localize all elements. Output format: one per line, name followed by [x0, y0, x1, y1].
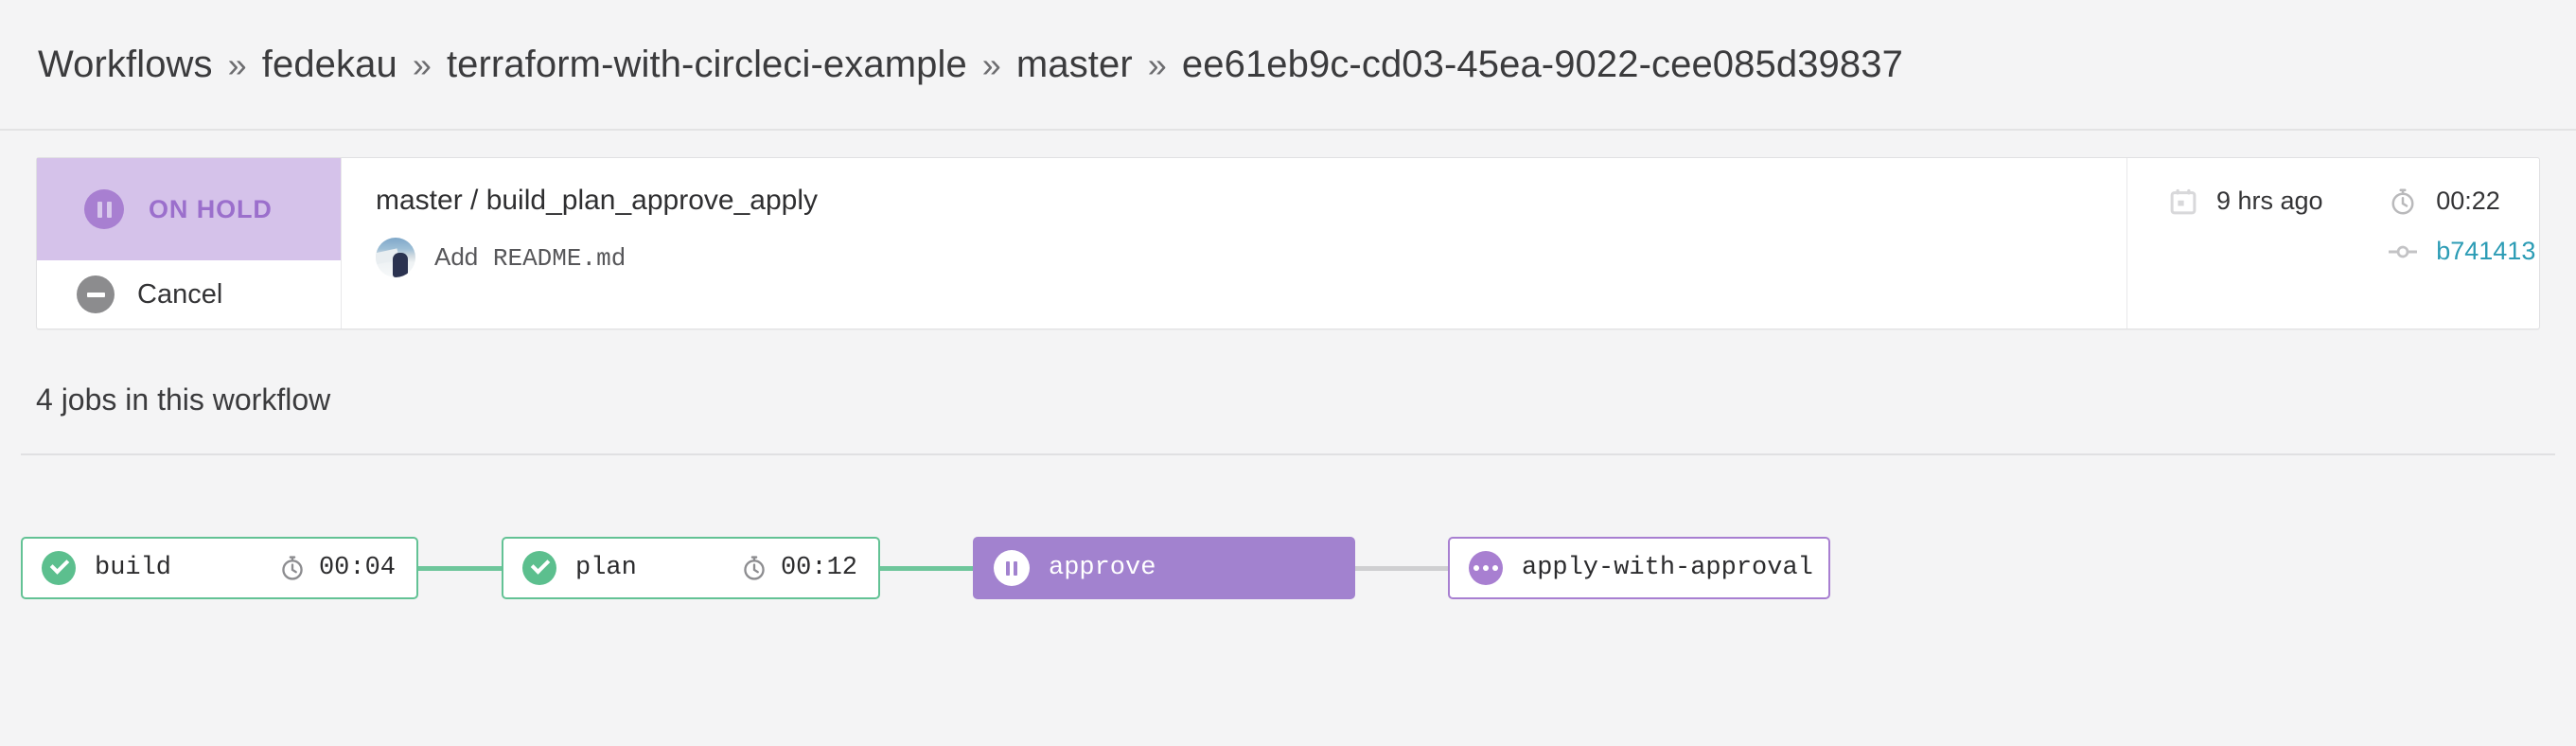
duration-item: 00:22 [2389, 186, 2539, 216]
summary-section: ON HOLD Cancel master / build_plan_appro… [0, 131, 2576, 329]
workflow-title[interactable]: master / build_plan_approve_apply [376, 185, 818, 216]
commit-message: Add README.md [434, 242, 626, 273]
check-circle-icon [522, 551, 556, 585]
breadcrumb-separator-icon: » [412, 44, 432, 84]
time-ago-item: 9 hrs ago [2169, 186, 2326, 216]
stopwatch-icon [744, 556, 765, 580]
stopwatch-icon [2391, 188, 2414, 215]
minus-circle-icon [77, 275, 115, 313]
breadcrumb-separator-icon: » [981, 44, 1001, 84]
commit-sha-link[interactable]: b741413 [2436, 237, 2536, 265]
breadcrumb-separator-icon: » [227, 44, 247, 84]
breadcrumb-item-workflows[interactable]: Workflows [38, 43, 213, 85]
commit-icon [2389, 245, 2418, 258]
jobs-heading: 4 jobs in this workflow [36, 382, 331, 417]
job-node-plan[interactable]: plan 00:12 [502, 537, 880, 599]
job-node-label: approve [1049, 554, 1156, 582]
job-node-duration-text: 00:04 [318, 554, 396, 582]
cancel-button-label: Cancel [137, 278, 223, 310]
job-node-apply-with-approval[interactable]: apply-with-approval [1448, 537, 1830, 599]
avatar [376, 238, 415, 277]
workflow-info-column: master / build_plan_approve_apply Add RE… [342, 158, 2126, 329]
commit-message-prefix: Add [434, 242, 479, 271]
graph-edge-approve-apply [1353, 566, 1450, 571]
commit-sha-item[interactable]: b741413 [2389, 237, 2539, 266]
section-divider [21, 453, 2555, 455]
cancel-button[interactable]: Cancel [37, 260, 341, 329]
job-node-duration: 00:04 [279, 554, 396, 582]
breadcrumb-item-repo[interactable]: terraform-with-circleci-example [446, 43, 967, 85]
graph-edge-plan-approve [878, 566, 975, 571]
workflow-summary-card: ON HOLD Cancel master / build_plan_appro… [36, 157, 2540, 329]
dots-circle-icon [1469, 551, 1503, 585]
job-node-build[interactable]: build 00:04 [21, 537, 418, 599]
pause-circle-icon [994, 550, 1030, 586]
job-node-duration-text: 00:12 [780, 554, 857, 582]
breadcrumb-separator-icon: » [1147, 44, 1167, 84]
workflow-meta-column: 9 hrs ago 00:22 [2126, 158, 2539, 329]
status-column: ON HOLD Cancel [37, 158, 342, 329]
workflow-graph: build 00:04 plan 00:12 approve [0, 537, 2576, 641]
duration-text: 00:22 [2436, 186, 2500, 215]
check-circle-icon [42, 551, 76, 585]
breadcrumb: Workflows » fedekau » terraform-with-cir… [38, 44, 1903, 86]
calendar-icon [2170, 188, 2197, 214]
job-node-approve[interactable]: approve [973, 537, 1355, 599]
job-node-label: build [95, 554, 172, 582]
breadcrumb-item-branch[interactable]: master [1015, 43, 1133, 85]
job-node-label: apply-with-approval [1522, 554, 1813, 582]
breadcrumb-bar: Workflows » fedekau » terraform-with-cir… [0, 0, 2576, 131]
time-ago-text: 9 hrs ago [2216, 186, 2323, 215]
breadcrumb-item-org[interactable]: fedekau [261, 43, 397, 85]
graph-edge-build-plan [416, 566, 503, 571]
stopwatch-icon [282, 556, 303, 580]
breadcrumb-item-workflow-id[interactable]: ee61eb9c-cd03-45ea-9022-cee085d39837 [1181, 43, 1903, 85]
job-node-label: plan [575, 554, 637, 582]
commit-message-file: README.md [492, 244, 626, 273]
pause-icon [84, 189, 124, 229]
status-badge-label: ON HOLD [149, 194, 273, 223]
commit-row: Add README.md [376, 238, 2126, 277]
job-node-duration: 00:12 [741, 554, 857, 582]
status-badge: ON HOLD [37, 158, 341, 260]
